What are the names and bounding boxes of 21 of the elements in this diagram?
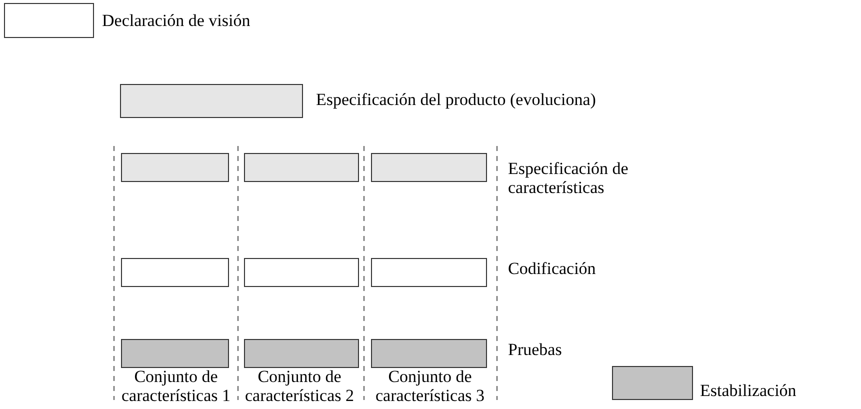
box-caption: Especificación del producto (evoluciona) — [316, 89, 597, 110]
box-caption: Estabilización — [700, 380, 798, 402]
rectangle-box — [120, 84, 303, 118]
rectangle-box — [4, 3, 94, 38]
rectangle-box — [121, 153, 229, 182]
column-label: Conjunto de características 3 — [374, 368, 486, 406]
rectangle-box — [244, 339, 359, 368]
row-label: Codificación — [508, 260, 597, 279]
row-label: Pruebas — [508, 341, 563, 360]
rectangle-box — [371, 153, 487, 182]
rectangle-box — [121, 339, 229, 368]
rectangle-box — [244, 258, 359, 287]
box-caption: Declaración de visión — [102, 10, 252, 32]
column-label: Conjunto de características 2 — [244, 368, 355, 406]
rectangle-box — [371, 339, 487, 368]
rectangle-box — [371, 258, 487, 287]
rectangle-box — [121, 258, 229, 287]
column-label: Conjunto de características 1 — [120, 368, 232, 406]
rectangle-box — [244, 153, 359, 182]
row-label: Especificación de características — [508, 160, 630, 198]
rectangle-box — [612, 366, 693, 400]
